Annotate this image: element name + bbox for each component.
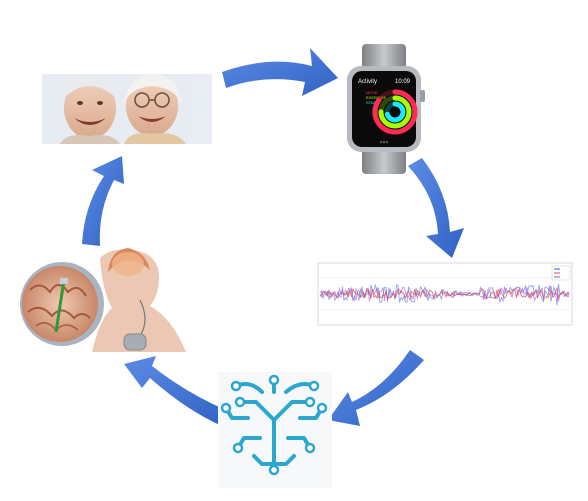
watch-app-title: Activity <box>358 79 377 85</box>
brain-implant <box>20 248 186 352</box>
activity-rings <box>372 89 418 135</box>
brain-circuit-node <box>308 380 320 392</box>
stand-ring <box>384 101 406 123</box>
brain-circuit-node <box>316 402 328 414</box>
arrow-plot-to-brain <box>328 350 424 426</box>
signal-trace-red <box>319 286 570 300</box>
watch-exercise-label: EXERCISE <box>366 95 387 100</box>
brain-circuit-node <box>304 442 316 454</box>
brain-circuit-node <box>268 374 280 386</box>
watch-time: 10:09 <box>395 79 411 85</box>
signal-traces <box>319 283 570 306</box>
signal-trace-purple <box>319 285 570 302</box>
arrow-implant-to-photo <box>82 156 124 246</box>
brain-circuit-trace <box>252 454 276 466</box>
brain-circuit-node <box>230 380 242 392</box>
brain-circuit-trace <box>272 454 296 466</box>
brain-circuit-node <box>268 464 280 476</box>
arrow-photo-to-watch <box>222 48 338 96</box>
brain-circuit-trace <box>272 400 312 422</box>
brain-circuit-node <box>234 396 246 408</box>
signal-plot <box>310 258 578 334</box>
brain-circuit-trace <box>238 400 276 472</box>
exercise-ring <box>378 95 412 129</box>
move-ring <box>372 89 418 135</box>
smartwatch: Activity 10:09 MOVE EXERCISE STAND <box>347 44 425 174</box>
watch-stand-label: STAND <box>366 100 379 105</box>
circuit-brain <box>218 372 332 488</box>
brain-circuit-node <box>220 402 232 414</box>
brain-circuit-node <box>304 396 316 408</box>
watch-move-label: MOVE <box>366 90 378 95</box>
brain-circuit-node <box>232 442 244 454</box>
arrow-brain-to-implant <box>124 356 226 426</box>
elderly-couple-photo <box>42 74 212 144</box>
arrow-watch-to-plot <box>408 158 464 258</box>
